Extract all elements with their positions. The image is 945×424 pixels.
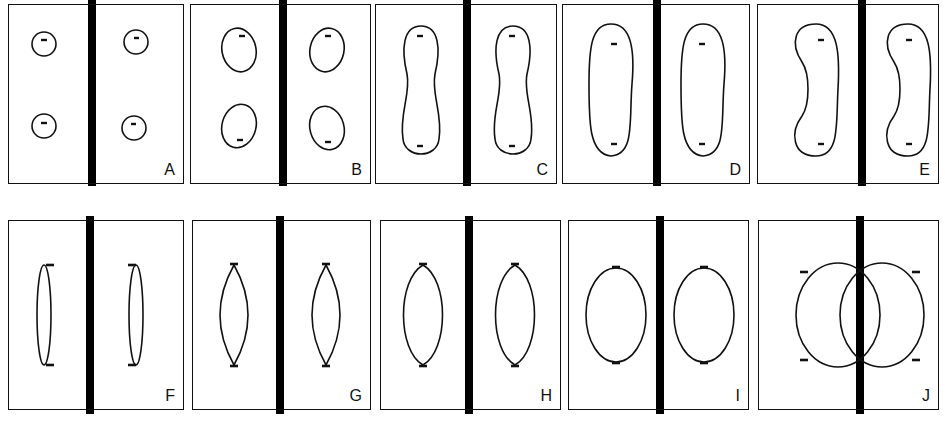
panel-frame: C <box>375 4 557 184</box>
barrier-bar <box>86 0 866 414</box>
panel-letter: A <box>164 162 175 178</box>
cell-shapes <box>795 24 931 156</box>
panel-frame: D <box>562 4 750 184</box>
panel-frame: E <box>757 4 939 184</box>
panel-frame: I <box>568 220 749 410</box>
panel-frame: F <box>8 220 184 410</box>
panel-letter: D <box>729 162 741 178</box>
panel-letter: C <box>536 162 548 178</box>
cell-shapes <box>220 264 340 366</box>
panel-letter: F <box>165 388 175 404</box>
panel-frame: J <box>758 220 939 410</box>
cell-shapes <box>796 263 924 367</box>
panel-letter: G <box>350 388 362 404</box>
panel-frame: B <box>190 4 371 184</box>
panel-letter: H <box>540 388 552 404</box>
panel-frame: G <box>192 220 371 410</box>
cell-shapes <box>402 26 532 154</box>
cell-shapes <box>217 25 349 154</box>
panel-frame: H <box>380 220 561 410</box>
cell-shapes <box>589 24 725 156</box>
panel-letter: I <box>736 388 740 404</box>
cell-shapes <box>32 30 148 140</box>
panel-letter: B <box>351 162 362 178</box>
panel-frame: A <box>8 4 184 184</box>
cell-shapes <box>404 264 535 366</box>
panel-letter: E <box>919 162 930 178</box>
panel-letter: J <box>922 388 930 404</box>
cell-shapes <box>37 265 143 365</box>
cell-shapes <box>586 267 734 363</box>
